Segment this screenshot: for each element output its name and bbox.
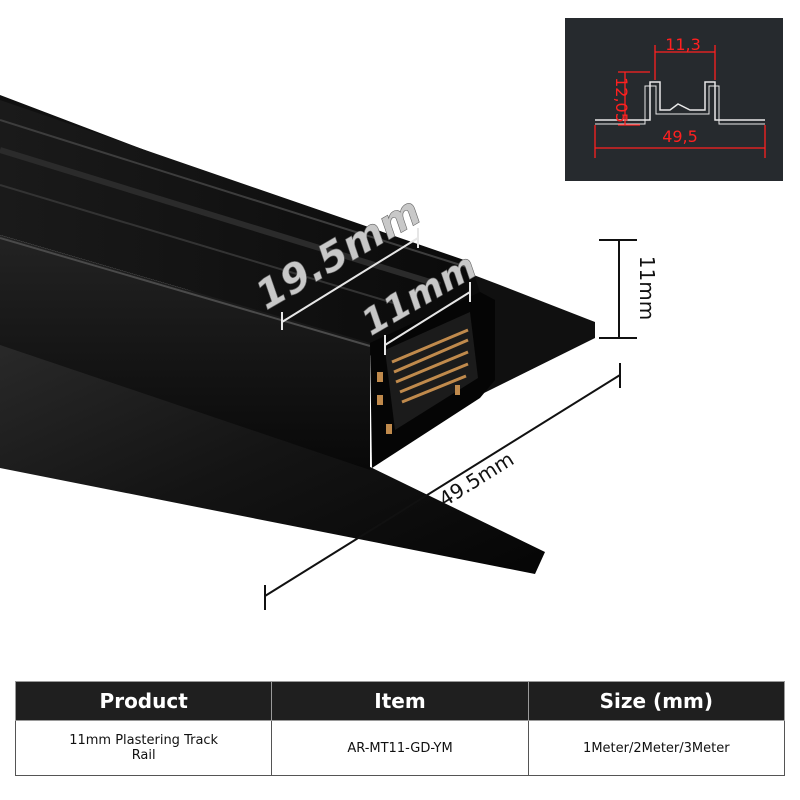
track-rail <box>0 95 595 574</box>
header-size: Size (mm) <box>527 681 786 721</box>
spec-table: Product Item Size (mm) 11mm Plastering T… <box>14 681 786 776</box>
table-row: 11mm Plastering Track Rail AR-MT11-GD-YM… <box>14 720 786 776</box>
profile-bottom-label: 49,5 <box>662 127 698 146</box>
header-product: Product <box>14 681 273 721</box>
rail-side-wall <box>0 235 370 470</box>
contact-pin <box>386 424 392 434</box>
dimension-base-label: 49.5mm <box>435 447 519 512</box>
cell-item: AR-MT11-GD-YM <box>271 720 529 776</box>
contact-pin <box>377 372 383 382</box>
contact-pin <box>377 395 383 405</box>
cell-product-text: 11mm Plastering Track Rail <box>69 733 219 763</box>
profile-side-label: 12,05 <box>612 77 631 123</box>
profile-drawing: 11,3 12,05 49,5 <box>565 18 783 181</box>
profile-top-label: 11,3 <box>665 35 701 54</box>
cell-size: 1Meter/2Meter/3Meter <box>527 720 786 776</box>
profile-outline <box>595 81 765 121</box>
dimension-height: 11mm <box>599 239 659 339</box>
cell-product: 11mm Plastering Track Rail <box>14 720 273 776</box>
copper-conductors <box>391 328 469 404</box>
dimension-height-label: 11mm <box>635 256 659 320</box>
contact-pin <box>455 385 460 395</box>
table-header-row: Product Item Size (mm) <box>14 681 786 721</box>
header-item: Item <box>271 681 529 721</box>
